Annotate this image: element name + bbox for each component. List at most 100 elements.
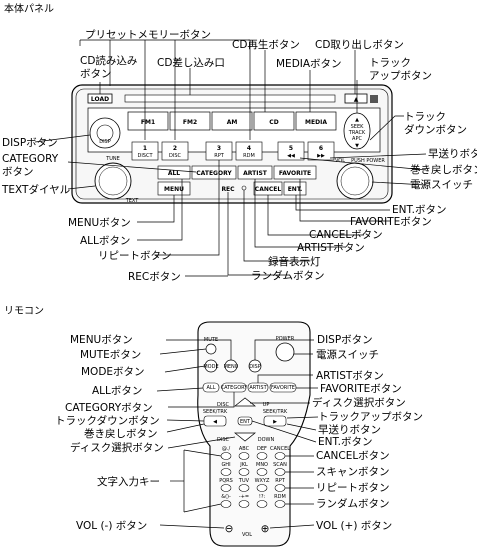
remote-menu-label: MENU [224,364,239,370]
heading-main-panel: 本体パネル [4,2,54,15]
menu-label: MENU [164,186,184,193]
callout-menu: MENUボタン [68,217,131,229]
media-button[interactable] [295,111,337,131]
cd-button[interactable] [253,111,295,131]
key-10[interactable] [220,500,232,508]
svg-text:▼: ▼ [355,143,359,149]
ent-button[interactable] [283,181,307,196]
key-2-label: ABC [239,446,250,452]
rcallout-vol-plus: VOL (+) ボタン [316,520,392,532]
key-3[interactable] [256,452,268,460]
remote-scan-button[interactable] [274,468,286,476]
rcallout-ent: ENT.ボタン [318,436,373,448]
key-8[interactable] [238,484,250,492]
knob-left-label: TUNE [105,156,120,162]
remote-disc-down-button[interactable] [234,432,256,442]
favorite-button[interactable] [273,165,317,180]
remote-all-label: ALL [207,385,216,391]
remote-keypad: @./ ABC DEF CANCEL GHI JKL MNO SCAN PQRS… [219,446,290,508]
category-button[interactable] [191,165,237,180]
key-6[interactable] [256,468,268,476]
rcallout-disp: DISPボタン [317,334,373,346]
disp-button[interactable] [89,117,121,149]
rcallout-fast-forward: 早送りボタン [318,423,381,436]
eject-button[interactable] [344,93,368,104]
callout-track-up-1: トラック [369,57,411,69]
fm1-button[interactable] [127,111,169,131]
panel-callout-lines [34,39,427,277]
preset-4-sub: RDM [243,153,255,159]
track-label: TRACK [348,130,366,136]
remote-rdm-label: RDM [274,494,286,500]
key-4[interactable] [220,468,232,476]
volume-knob[interactable] [336,162,374,200]
preset-5-label: 5 [289,145,293,152]
text-label: TEXT [125,198,140,204]
preset-4-button[interactable] [235,141,263,161]
remote-disc-up-label: DISC [217,402,229,408]
all-label: ALL [168,170,180,177]
remote-rdm-button[interactable] [274,500,286,508]
remote-ent-label: ENT [240,419,251,425]
artist-label: ARTIST [243,170,268,177]
callout-cd-play: CD再生ボタン [232,38,300,51]
callout-power: 電源スイッチ [410,178,473,191]
key-5-label: JKL [239,462,248,468]
callout-category-1: CATEGORY [2,153,59,165]
all-button[interactable] [157,165,191,180]
preset-2-button[interactable] [161,141,189,161]
callout-disp: DISPボタン [2,137,58,149]
remote-favorite-button[interactable] [269,382,297,393]
key-4-label: GHI [221,462,230,468]
remote-disc-up-button[interactable] [234,397,256,407]
callout-fast-forward: 早送りボタン [428,147,477,160]
fm2-button[interactable] [169,111,211,131]
ent-label: ENT. [288,186,303,193]
callout-text-dial: TEXTダイヤル [1,183,70,196]
text-dial[interactable] [94,162,132,200]
rcallout-power: 電源スイッチ [316,348,379,361]
remote-vol-plus-button[interactable]: ⊕ [261,523,270,535]
callout-rec: RECボタン [128,271,181,283]
remote-callout-lines [156,339,319,529]
key-5[interactable] [238,468,250,476]
callout-cd-eject: CD取り出しボタン [315,38,404,51]
preset-2-sub: DISC [169,153,181,159]
key-2[interactable] [238,452,250,460]
am-button[interactable] [211,111,253,131]
remote-seek-right-button[interactable] [263,415,287,427]
remote-rpt-button[interactable] [274,484,286,492]
key-9[interactable] [256,484,268,492]
remote-power-button[interactable] [275,342,295,362]
callout-repeat: リピートボタン [98,250,172,262]
key-7[interactable] [220,484,232,492]
callout-rewind: 巻き戻しボタン [410,163,477,176]
preset-3-sub: RPT [214,153,224,159]
remote-cancel-button[interactable] [274,452,286,460]
key-1[interactable] [220,452,232,460]
heading-remote: リモコン [4,306,44,317]
preset-buttons: 1 DISCT 2 DISC 3 RPT 4 RDM 5 ◀◀ 6 ▶▶ [131,141,335,161]
key-6-label: MNO [256,462,268,468]
rcallout-track-down: トラックダウンボタン [55,414,160,427]
key-11-label: -+= [239,494,249,500]
svg-text:▲: ▲ [355,117,359,123]
remote-artist-label: ARTIST [249,385,267,391]
remote-mute-button[interactable] [205,343,217,355]
preset-1-button[interactable] [131,141,159,161]
key-11[interactable] [238,500,250,508]
callout-media: MEDIAボタン [276,58,342,70]
rcallout-text-keys: 文字入力キー [97,475,160,488]
key-12[interactable] [256,500,268,508]
preset-2-label: 2 [173,145,177,152]
callout-cd-read-1: CD読み込み [80,54,137,67]
preset-3-label: 3 [217,145,221,152]
remote-seek-right-label: SEEK/TRK [263,409,288,415]
remote-all-button[interactable] [202,382,220,393]
remote-vol-minus-button[interactable]: ⊖ [225,523,234,535]
preset-5-button[interactable] [277,141,305,161]
seek-label: SEEK [351,124,364,130]
key-1-label: @./ [222,446,231,452]
rec-label: REC [221,186,235,193]
